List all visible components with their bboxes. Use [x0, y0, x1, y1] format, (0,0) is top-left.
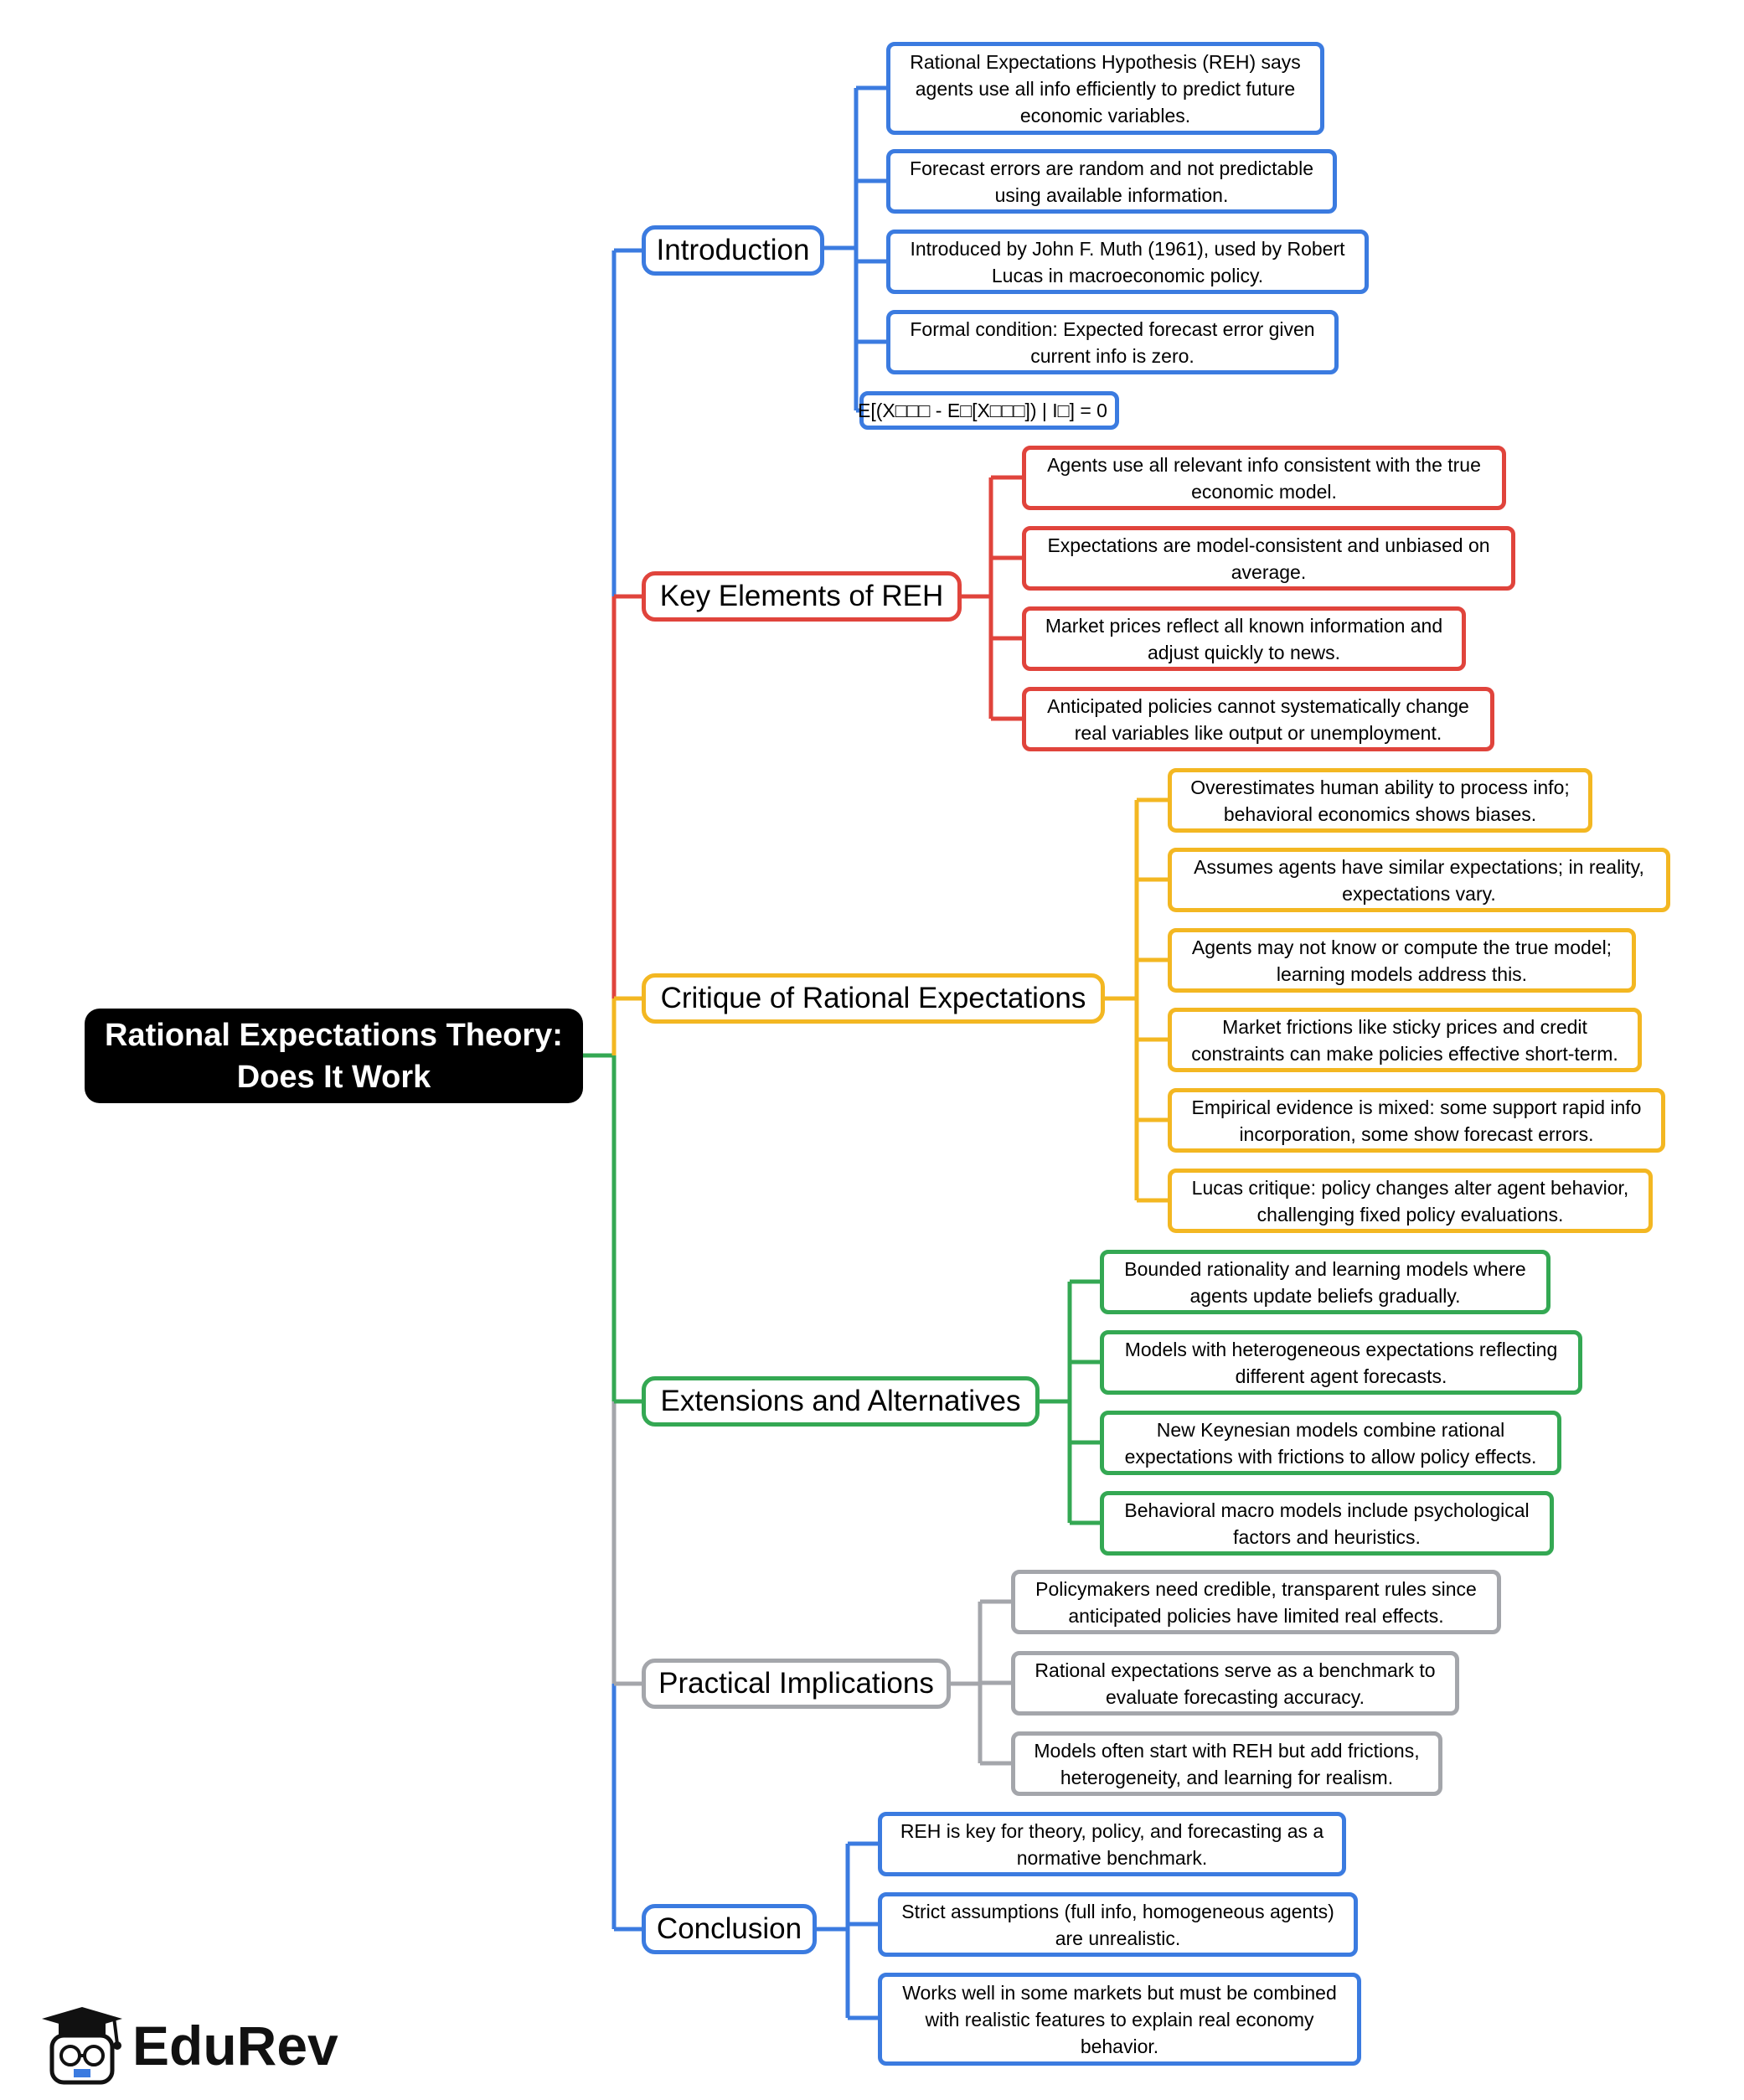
leaf-conclusion-2: Strict assumptions (full info, homogeneo…	[878, 1892, 1358, 1957]
leaf-conclusion-1: REH is key for theory, policy, and forec…	[878, 1812, 1346, 1876]
leaf-critique-3: Agents may not know or compute the true …	[1168, 928, 1636, 993]
branch-introduction: Introduction	[642, 225, 824, 276]
leaf-practical-2: Rational expectations serve as a benchma…	[1011, 1651, 1459, 1716]
branch-conclusion: Conclusion	[642, 1904, 817, 1954]
leaf-ext-4: Behavioral macro models include psycholo…	[1100, 1491, 1554, 1556]
leaf-critique-4: Market frictions like sticky prices and …	[1168, 1008, 1642, 1072]
leaf-ext-2: Models with heterogeneous expectations r…	[1100, 1330, 1582, 1395]
leaf-key-4: Anticipated policies cannot systematical…	[1022, 687, 1494, 751]
branch-key-elements: Key Elements of REH	[642, 571, 962, 622]
formula-box	[859, 391, 1119, 430]
branch-extensions: Extensions and Alternatives	[642, 1376, 1040, 1427]
leaf-critique-6: Lucas critique: policy changes alter age…	[1168, 1169, 1653, 1233]
leaf-conclusion-3: Works well in some markets but must be c…	[878, 1973, 1361, 2066]
edurev-logo-text: EduRev	[132, 2015, 338, 2077]
leaf-intro-4: Formal condition: Expected forecast erro…	[886, 310, 1339, 374]
leaf-ext-3: New Keynesian models combine rational ex…	[1100, 1411, 1561, 1475]
leaf-key-3: Market prices reflect all known informat…	[1022, 606, 1466, 671]
formula-text: E[(X□□□ - E□[X□□□]) | I□] = 0	[858, 400, 1107, 421]
leaf-key-1: Agents use all relevant info consistent …	[1022, 446, 1506, 510]
leaf-ext-1: Bounded rationality and learning models …	[1100, 1250, 1551, 1314]
leaf-critique-2: Assumes agents have similar expectations…	[1168, 848, 1670, 912]
leaf-practical-1: Policymakers need credible, transparent …	[1011, 1570, 1501, 1634]
branch-practical: Practical Implications	[642, 1659, 951, 1709]
leaf-practical-3: Models often start with REH but add fric…	[1011, 1731, 1442, 1796]
leaf-intro-2: Forecast errors are random and not predi…	[886, 149, 1337, 214]
leaf-key-2: Expectations are model-consistent and un…	[1022, 526, 1515, 591]
root-title-line1: Rational Expectations Theory:	[105, 1017, 563, 1053]
branch-critique: Critique of Rational Expectations	[642, 973, 1105, 1024]
leaf-intro-3: Introduced by John F. Muth (1961), used …	[886, 230, 1369, 294]
leaf-critique-1: Overestimates human ability to process i…	[1168, 768, 1592, 833]
root-node: Rational Expectations Theory: Does It Wo…	[85, 1009, 583, 1103]
leaf-critique-5: Empirical evidence is mixed: some suppor…	[1168, 1088, 1665, 1153]
leaf-intro-1: Rational Expectations Hypothesis (REH) s…	[886, 42, 1324, 135]
edurev-logo-icon	[42, 2007, 122, 2085]
root-title-line2: Does It Work	[236, 1059, 431, 1095]
